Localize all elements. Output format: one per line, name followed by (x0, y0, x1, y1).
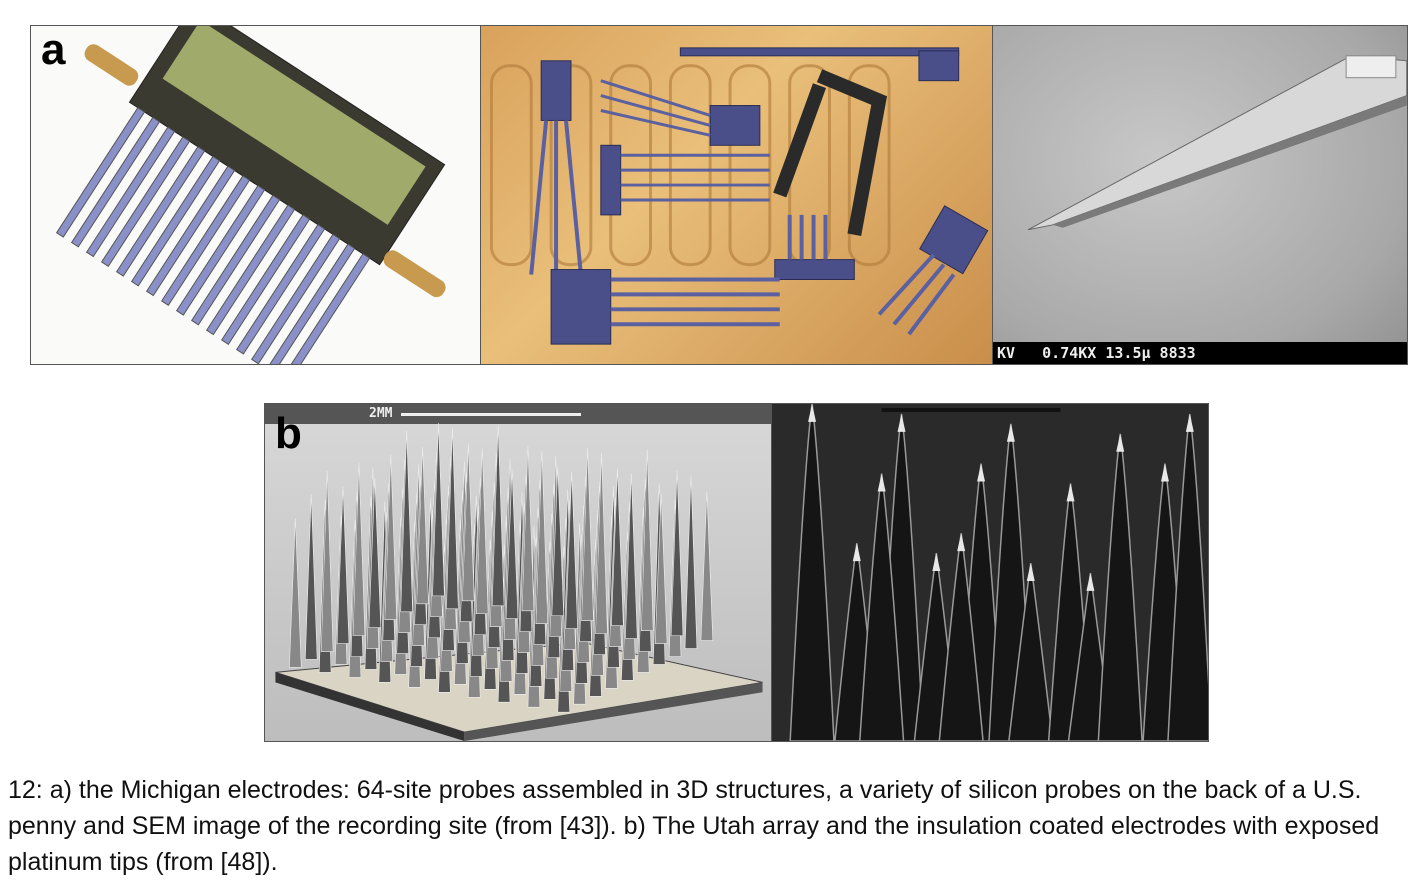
scale-bar (401, 413, 581, 416)
sem-recording-site-image: KV 0.74KX 13.5µ 8833 (992, 25, 1408, 365)
michigan-3d-probe-image: a (30, 25, 481, 365)
silicon-probes-on-penny-image (480, 25, 993, 365)
platinum-tip-electrodes-image (771, 403, 1209, 742)
panel-b-label: b (275, 409, 302, 458)
utah-array-image: 2MM b (264, 403, 772, 742)
figure-caption: 12: a) the Michigan electrodes: 64-site … (8, 776, 1380, 876)
sem-info-bar: KV 0.74KX 13.5µ 8833 (993, 342, 1407, 364)
scale-bar-label: 2MM (369, 406, 393, 421)
panel-a-label: a (41, 25, 66, 74)
